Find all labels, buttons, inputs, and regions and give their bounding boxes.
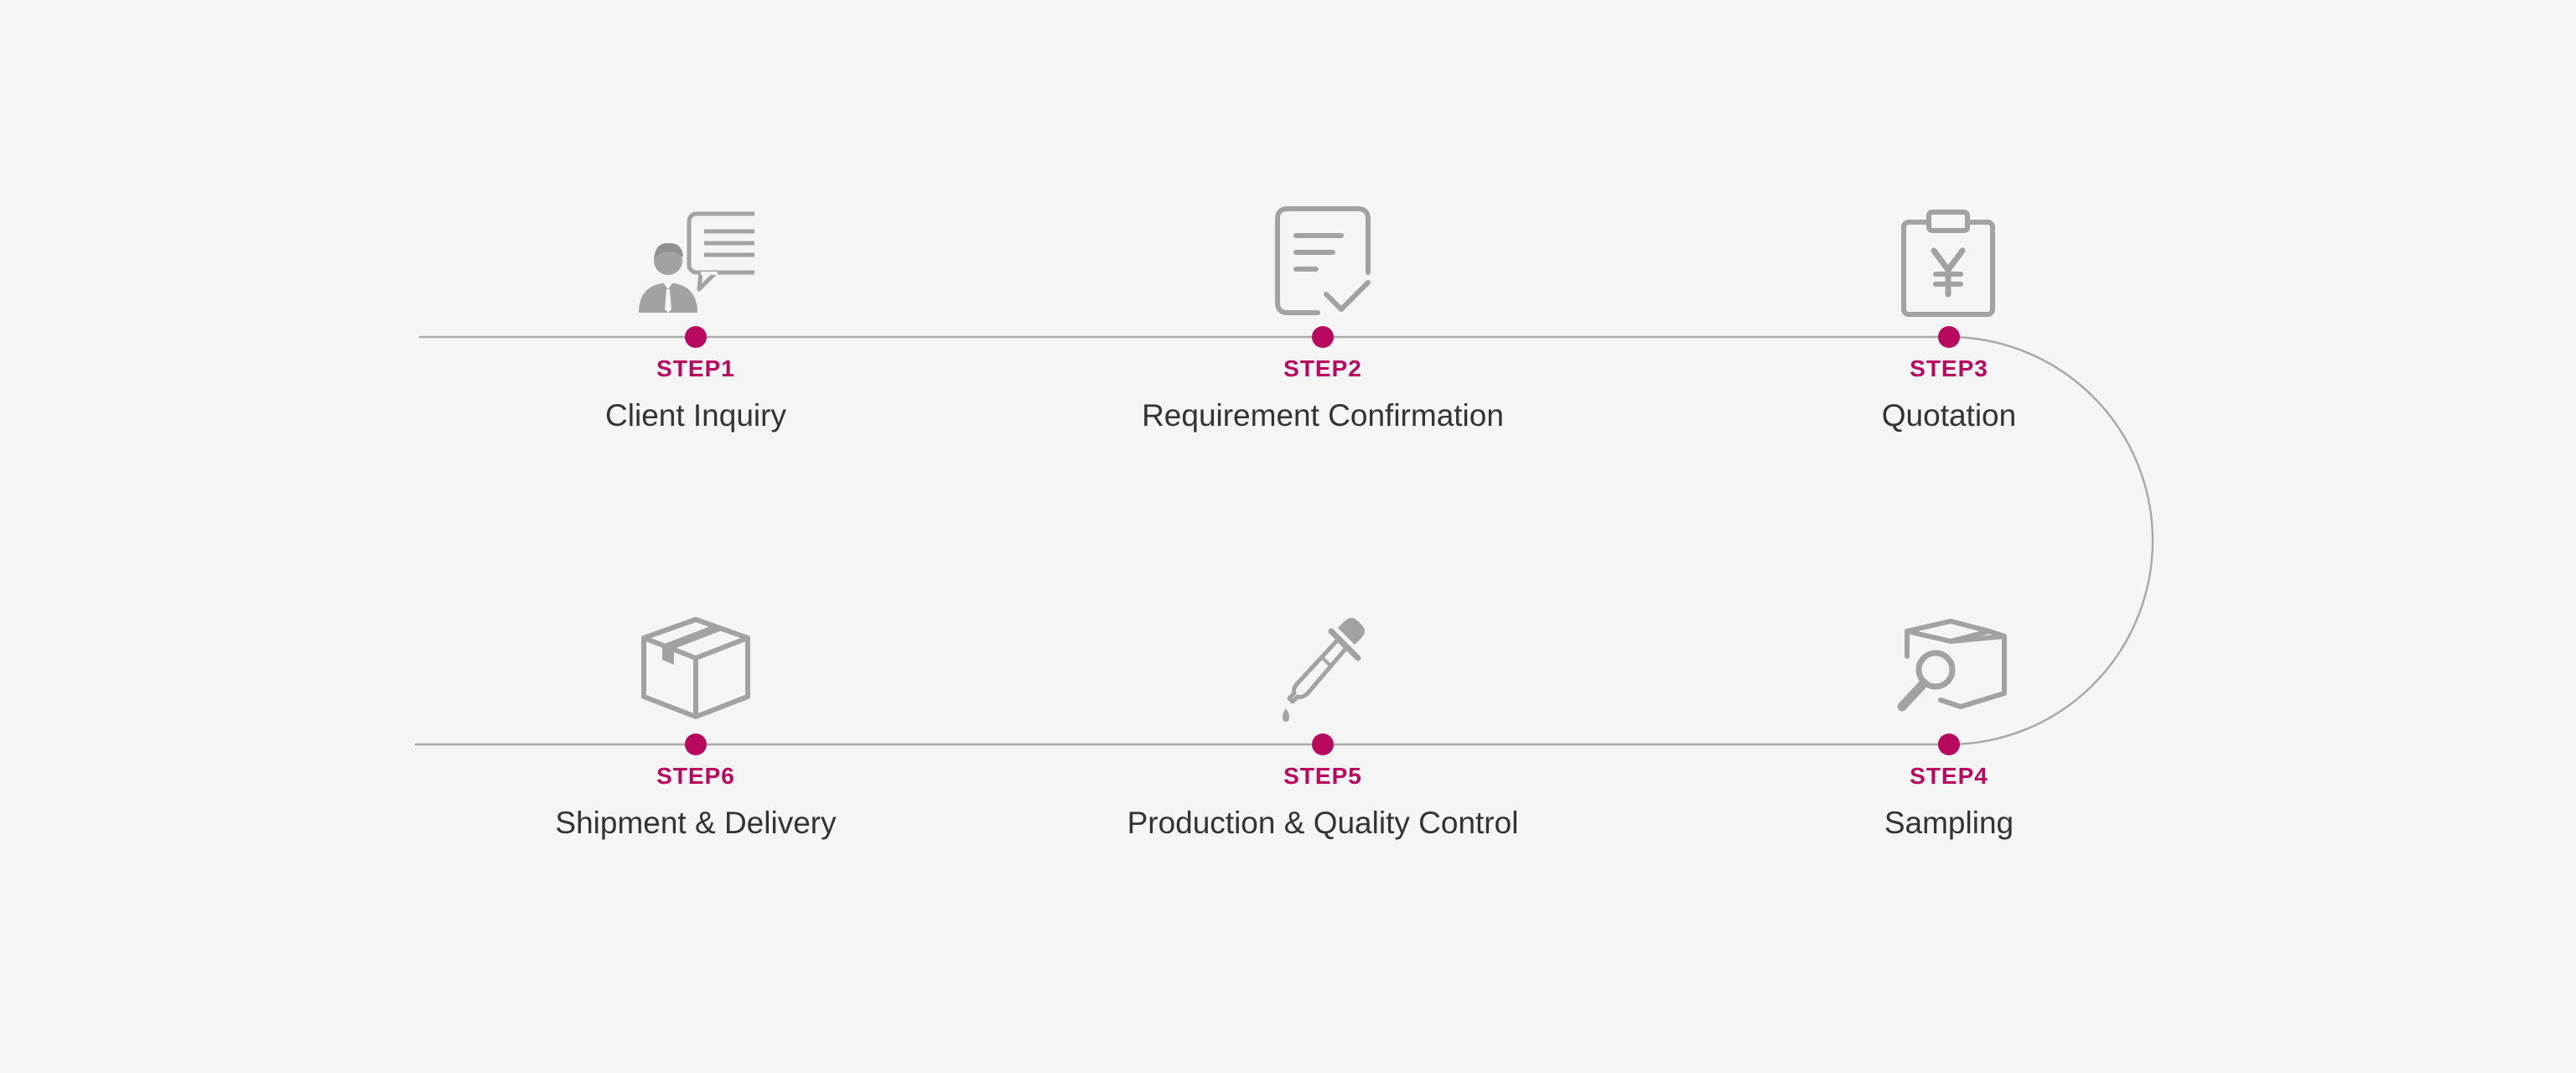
step-dot-6 (685, 733, 707, 755)
step-dot-4 (1938, 733, 1960, 755)
step-label: STEP6 (656, 763, 735, 789)
step-label: STEP4 (1910, 763, 1988, 789)
client-inquiry-icon (637, 205, 754, 323)
step-label: STEP2 (1283, 355, 1362, 381)
yen-clipboard-icon (1890, 205, 2008, 323)
connector-line (415, 335, 2154, 746)
checklist-icon (1264, 205, 1381, 323)
step-title: Sampling (1884, 806, 2014, 840)
step-dot-3 (1938, 326, 1960, 348)
step-dot-1 (685, 326, 707, 348)
step-label: STEP1 (656, 355, 735, 381)
step-title: Client Inquiry (605, 398, 786, 433)
step-title: Requirement Confirmation (1142, 398, 1504, 433)
dropper-icon (1264, 613, 1381, 730)
package-icon (637, 613, 754, 730)
step-label: STEP3 (1910, 355, 1988, 381)
step-title: Shipment & Delivery (555, 806, 837, 840)
step-dot-2 (1312, 326, 1334, 348)
box-inspection-icon (1890, 613, 2008, 730)
step-label: STEP5 (1283, 763, 1362, 789)
step-dot-5 (1312, 733, 1334, 755)
step-title: Production & Quality Control (1127, 806, 1519, 840)
step-title: Quotation (1881, 398, 2017, 433)
